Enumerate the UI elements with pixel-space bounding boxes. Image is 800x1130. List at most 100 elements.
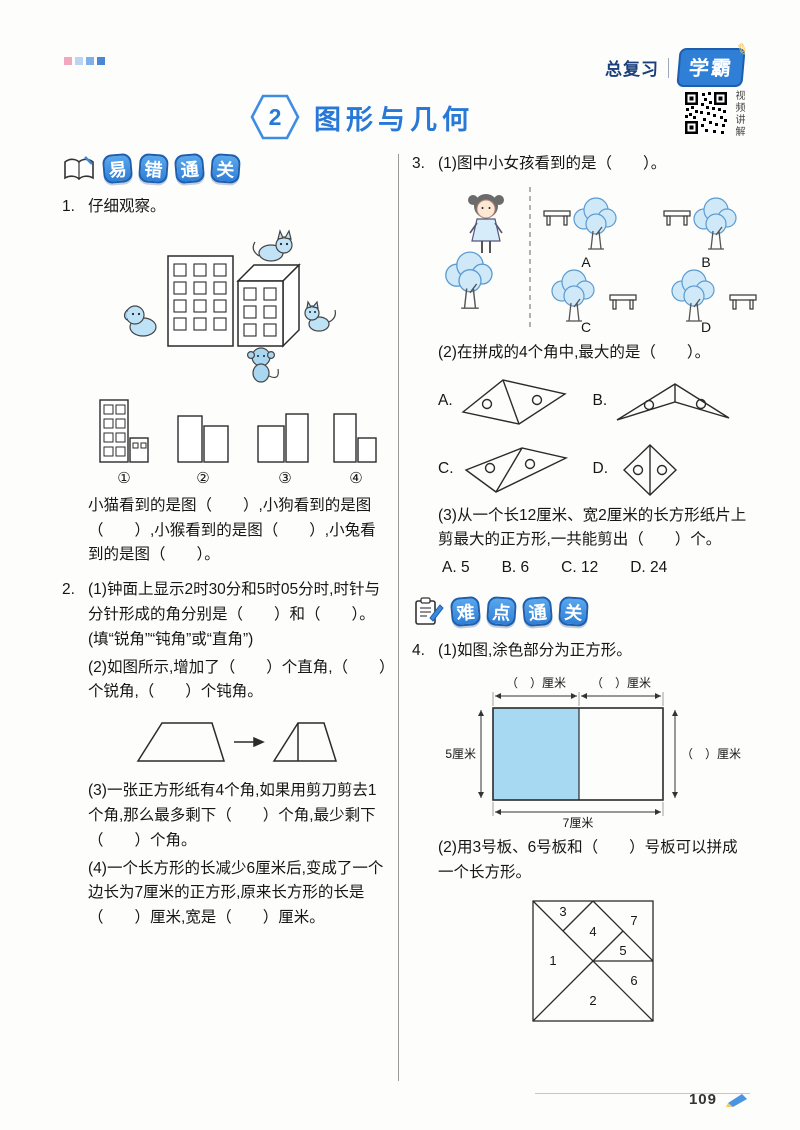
- choice-b: B. 6: [501, 559, 530, 577]
- question-4: 4. (1)如图,涂色部分为正方形。: [412, 639, 747, 1031]
- dim-label-left: 5厘米: [445, 747, 476, 761]
- chapter-title-row: 2 图形与几何: [250, 94, 474, 140]
- brand-separator: [668, 57, 669, 78]
- shaded-square-figure: （ ）厘米 （ ）厘米 5厘米 （ ）厘米 7厘米: [445, 676, 741, 830]
- notebook-pencil-icon: [415, 597, 444, 625]
- shape-option-a: A.: [438, 374, 593, 430]
- open-book-icon: [64, 155, 94, 180]
- deco-square-icon: [64, 57, 72, 65]
- angle-shapes-figure: A. B.: [438, 374, 747, 500]
- section-title-char: 关: [558, 596, 589, 628]
- view-label-3: ③: [278, 470, 291, 487]
- girl-figure: [468, 193, 504, 253]
- qr-code-icon: [683, 90, 729, 136]
- bench-icon: [609, 294, 637, 310]
- pencil-icon: [726, 1093, 747, 1107]
- question-3-part2: (2)在拼成的4个角中,最大的是（ ）。: [438, 343, 711, 361]
- shape-option-letter: D.: [592, 460, 609, 478]
- section-title-char: 关: [210, 153, 241, 184]
- quadrilateral-shape-c: [464, 446, 568, 493]
- shape-option-b: B.: [593, 374, 748, 430]
- dim-label-bottom: 7厘米: [562, 816, 593, 830]
- view-label-2: ②: [196, 470, 209, 487]
- tangram-piece-7: 7: [630, 913, 637, 928]
- question-number: 3.: [412, 155, 425, 172]
- question-3: 3. (1)图中小女孩看到的是（ ）。: [412, 152, 757, 581]
- section-title-char: 易: [101, 152, 134, 185]
- tangram-piece-5: 5: [619, 943, 626, 958]
- view-label-1: ①: [117, 470, 130, 487]
- deco-square-icon: [86, 57, 94, 65]
- question-2-part4: (4)一个长方形的长减少6厘米后,变成了一个边长为7厘米的正方形,原来长方形的长…: [88, 859, 384, 927]
- question-2: 2. (1)钟面上显示2时30分和5时05分时,时针与分针形成的角分别是（ ）和…: [62, 578, 388, 931]
- dog-figure: [123, 305, 157, 337]
- bench-icon: [663, 210, 691, 226]
- section-title-char: 通: [173, 152, 206, 185]
- question-number: 4.: [412, 641, 425, 659]
- tree-icon: [445, 251, 493, 309]
- dart-shape-b: [616, 382, 730, 421]
- deco-square-icon: [97, 57, 105, 65]
- question-number: 2.: [62, 581, 75, 599]
- tangram-piece-1: 1: [549, 953, 556, 968]
- building-front: [167, 255, 234, 347]
- scene-label-a: A: [581, 254, 591, 270]
- building-views-figure: ① ② ③ ④: [99, 399, 377, 487]
- shape-option-letter: A.: [438, 392, 453, 410]
- section-title-char: 点: [486, 596, 517, 628]
- section-header-easy: 易 错 通 关: [62, 152, 388, 185]
- tangram-piece-6: 6: [630, 973, 637, 988]
- left-column: 易 错 通 关 1. 仔细观察。: [62, 152, 388, 934]
- view-label-4: ④: [349, 470, 362, 487]
- question-1-prompt: 仔细观察。: [88, 198, 166, 215]
- chapter-number-hexagon: 2: [250, 94, 300, 140]
- section-title-char: 难: [449, 596, 482, 628]
- choice-c: C. 12: [561, 559, 599, 577]
- question-3-part3: (3)从一个长12厘米、宽2厘米的长方形纸片上剪最大的正方形,一共能剪出（ ）个…: [438, 506, 747, 549]
- kite-shape-d: [622, 443, 678, 496]
- scene-label-d: D: [701, 319, 711, 335]
- scene-label-b: B: [701, 254, 710, 270]
- pencil-icon: ✎: [732, 39, 754, 61]
- brand-logo-text: 学霸: [687, 58, 734, 80]
- footer: 109: [689, 1091, 750, 1108]
- buildings-animals-figure: [123, 228, 336, 383]
- shape-option-c: C.: [438, 440, 593, 500]
- question-2-part1: (1)钟面上显示2时30分和5时05分时,时针与分针形成的角分别是（ ）和（ ）…: [88, 581, 380, 648]
- shaded-square: [492, 707, 579, 800]
- bench-icon: [729, 294, 757, 310]
- section-header-hard: 难 点 通 关: [412, 596, 747, 628]
- corner-deco-squares: [64, 57, 105, 65]
- shape-option-d: D.: [593, 440, 748, 500]
- tree-icon: [671, 269, 715, 322]
- tangram-piece-2: 2: [589, 993, 596, 1008]
- trapezoid-figure: [136, 722, 338, 762]
- question-4-part1: (1)如图,涂色部分为正方形。: [438, 641, 632, 659]
- dim-label-top-right: （ ）厘米: [590, 676, 650, 690]
- video-caption: 视频讲解: [733, 90, 744, 138]
- tangram-piece-4: 4: [589, 924, 596, 939]
- chapter-title: 图形与几何: [314, 104, 474, 135]
- choice-a: A. 5: [442, 559, 470, 577]
- building-box: [236, 262, 301, 348]
- section-title-char: 通: [521, 596, 554, 628]
- scene-label-c: C: [581, 319, 591, 335]
- question-4-part2: (2)用3号板、6号板和（ ）号板可以拼成一个长方形。: [438, 838, 738, 881]
- footer-rule: [535, 1093, 750, 1094]
- question-number: 1.: [62, 198, 75, 215]
- section-title-char: 错: [138, 153, 169, 184]
- choice-d: D. 24: [630, 559, 668, 577]
- kitten-figure: [304, 300, 336, 332]
- brand-header: 总复习 学霸 ✎: [605, 40, 753, 87]
- question-3-part1: (1)图中小女孩看到的是（ ）。: [438, 155, 667, 172]
- question-2-part2: (2)如图所示,增加了（ ）个直角,（ ）个锐角,（ ）个钝角。: [88, 658, 387, 701]
- chapter-number: 2: [269, 104, 282, 130]
- bench-icon: [543, 210, 571, 226]
- deco-square-icon: [75, 57, 83, 65]
- question-2-part3: (3)一张正方形纸有4个角,如果用剪刀剪去1个角,那么最多剩下（ ）个角,最少剩…: [88, 782, 377, 849]
- tangram-figure: 1 2 3 4 5 6 7: [531, 900, 654, 1023]
- page-number: 109: [688, 1091, 717, 1108]
- review-label: 总复习: [605, 60, 659, 79]
- question-1: 1. 仔细观察。: [62, 195, 388, 568]
